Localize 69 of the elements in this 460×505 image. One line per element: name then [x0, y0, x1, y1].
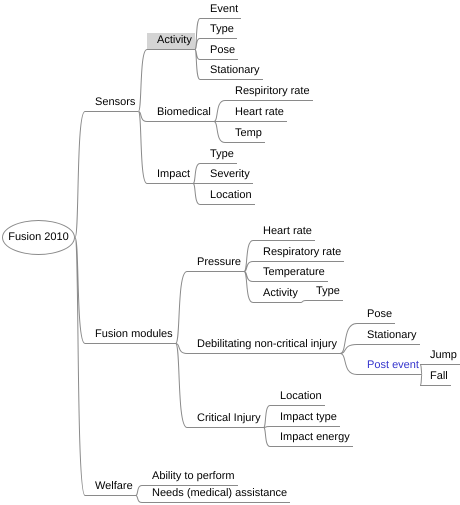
topic-text: Event: [200, 2, 242, 19]
branch-line: [138, 111, 148, 122]
branch-line: [74, 237, 86, 496]
topic-text: Fall: [420, 369, 451, 386]
branch-line: [138, 111, 148, 184]
topic-text: Location: [200, 188, 255, 205]
branch-line: [194, 18, 200, 50]
topic-text: Temperature: [253, 265, 328, 282]
branch-line: [300, 300, 306, 303]
topic-text: Activity: [253, 286, 301, 303]
topic-text: Biomedical: [147, 105, 214, 122]
topic-text: Debilitating non-critical injury: [187, 337, 340, 354]
topic-text: Impact type: [270, 410, 340, 427]
topic-text: Fusion modules: [85, 327, 176, 344]
branch-line: [194, 49, 200, 60]
topic-text: Ability to perform: [142, 469, 238, 486]
branch-line: [340, 344, 358, 354]
branch-line: [175, 343, 188, 428]
branch-line: [192, 183, 200, 184]
branch-line: [263, 405, 270, 428]
topic-text: Welfare: [85, 479, 136, 496]
topic-text: Temp: [225, 126, 265, 143]
branch-line: [175, 343, 188, 354]
topic-text: Stationary: [357, 328, 420, 345]
topic-text: Pressure: [187, 255, 244, 272]
highlighted-topic: Activity: [147, 33, 195, 50]
topic-text: Sensors: [85, 95, 138, 112]
branch-line: [135, 485, 142, 496]
branch-line: [74, 111, 86, 238]
branch-line: [138, 49, 148, 112]
topic-text: Post event: [357, 358, 422, 375]
branch-line: [192, 183, 200, 205]
topic-text: Type: [200, 22, 237, 39]
branch-line: [135, 495, 142, 503]
topic-text: Heart rate: [253, 224, 315, 241]
branch-line: [263, 426, 270, 428]
topic-text: Jump: [420, 348, 460, 365]
topic-text: Severity: [200, 167, 253, 184]
branch-line: [244, 240, 254, 272]
topic-text: Pose: [357, 307, 396, 324]
branch-line: [74, 237, 86, 344]
topic-text: Respiritory rate: [225, 84, 313, 101]
branch-line: [340, 353, 358, 375]
topic-text: Impact: [147, 167, 194, 184]
branch-line: [213, 121, 226, 143]
topic-text: Respiratory rate: [253, 245, 344, 262]
topic-text: Needs (medical) assistance: [142, 486, 290, 503]
branch-line: [213, 100, 226, 122]
topic-text: Pose: [200, 43, 238, 60]
topic-text: Location: [270, 389, 325, 406]
branch-line: [194, 49, 200, 80]
branch-line: [244, 271, 254, 303]
branch-line: [213, 121, 226, 122]
branch-line: [175, 271, 188, 344]
branch-line: [263, 427, 270, 447]
central-topic-ellipse: Fusion 2010: [2, 220, 75, 255]
topic-text: Type: [306, 284, 343, 301]
branch-line: [244, 261, 254, 272]
branch-line: [194, 38, 200, 50]
topic-text: Critical Injury: [187, 411, 264, 428]
branch-line: [192, 163, 200, 184]
branch-line: [420, 374, 422, 386]
topic-text: Stationary: [200, 63, 263, 80]
branch-line: [244, 271, 254, 282]
topic-text: Type: [200, 147, 237, 164]
topic-text: Impact energy: [270, 430, 353, 447]
branch-line: [340, 323, 358, 354]
topic-text: Heart rate: [225, 105, 287, 122]
branch-line: [420, 364, 422, 375]
